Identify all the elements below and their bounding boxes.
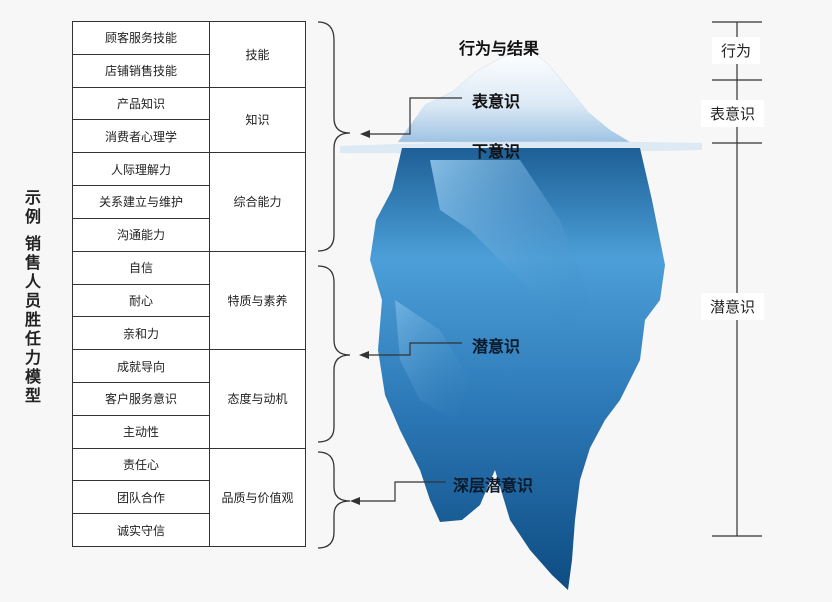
skill-cell: 客户服务意识 (72, 381, 210, 416)
table-row: 店铺销售技能 (72, 53, 306, 88)
brace-upper (317, 21, 351, 252)
title-char: 销 (24, 234, 41, 253)
scale-label-behavior: 行为 (712, 37, 761, 64)
table-row: 顾客服务技能 技能 (72, 21, 306, 88)
vertical-title: 示 例 销 售 人 员 胜 任 力 模 型 (16, 188, 50, 405)
label-deep-latent: 深层潜意识 (453, 476, 534, 495)
skill-cell: 产品知识 (72, 86, 210, 121)
category-cell: 态度与动机 (209, 349, 306, 449)
iceberg-highlight (430, 160, 590, 330)
skill-cell: 耐心 (72, 283, 210, 318)
label-latent: 潜意识 (472, 337, 521, 356)
skill-cell: 亲和力 (72, 316, 210, 351)
category-cell: 知识 (209, 86, 306, 154)
skill-cell: 沟通能力 (72, 217, 210, 252)
table-row: 沟通能力 (72, 217, 306, 252)
scale-label-latent: 潜意识 (701, 293, 765, 320)
label-behavior-result: 行为与结果 (459, 39, 540, 58)
skill-cell: 责任心 (72, 447, 210, 482)
skill-cell: 诚实守信 (72, 513, 210, 547)
category-cell: 技能 (209, 21, 306, 88)
scale-label-surface: 表意识 (701, 100, 765, 127)
skill-cell: 主动性 (72, 414, 210, 449)
table-row: 诚实守信 (72, 513, 306, 547)
skill-cell: 自信 (72, 250, 210, 285)
table-row: 耐心 (72, 283, 306, 318)
brace-middle (317, 265, 351, 443)
arrowhead (360, 130, 370, 138)
title-char: 模 (24, 367, 41, 386)
arrowhead (350, 497, 360, 505)
table-row: 主动性 (72, 414, 306, 449)
table-row: 成就导向 态度与动机 (72, 349, 306, 449)
title-char: 售 (24, 253, 41, 272)
arrow-surface (364, 97, 462, 135)
skill-cell: 成就导向 (72, 349, 210, 383)
iceberg-tip (397, 49, 631, 143)
table-row: 产品知识 知识 (72, 86, 306, 154)
title-char: 力 (24, 348, 41, 367)
table-row: 自信 特质与素养 (72, 250, 306, 351)
brace-lower (317, 451, 351, 549)
category-cell: 特质与素养 (209, 250, 306, 351)
table-row: 责任心 品质与价值观 (72, 447, 306, 548)
iceberg-body (370, 148, 665, 590)
title-char: 例 (24, 207, 41, 226)
title-char: 员 (24, 291, 41, 310)
table-row: 人际理解力 综合能力 (72, 152, 306, 252)
skill-cell: 顾客服务技能 (72, 21, 210, 55)
category-cell: 品质与价值观 (209, 447, 306, 548)
title-char: 人 (24, 272, 41, 291)
skill-cell: 人际理解力 (72, 152, 210, 187)
iceberg-highlight (395, 300, 470, 420)
title-char: 胜 (24, 310, 41, 329)
label-surface-consciousness: 表意识 (472, 92, 521, 111)
table-row: 客户服务意识 (72, 381, 306, 416)
label-subconscious-line: 下意识 (472, 142, 521, 161)
arrowhead (359, 351, 369, 359)
competency-table: 顾客服务技能 技能 店铺销售技能 产品知识 知识 消费者心理学 人际理解力 综合… (72, 21, 306, 548)
table-row: 亲和力 (72, 316, 306, 351)
skill-cell: 店铺销售技能 (72, 53, 210, 88)
arrow-latent (364, 342, 462, 356)
title-char: 任 (24, 329, 41, 348)
title-char: 示 (24, 188, 41, 207)
arrow-deep (355, 481, 446, 502)
title-char: 型 (24, 386, 41, 405)
